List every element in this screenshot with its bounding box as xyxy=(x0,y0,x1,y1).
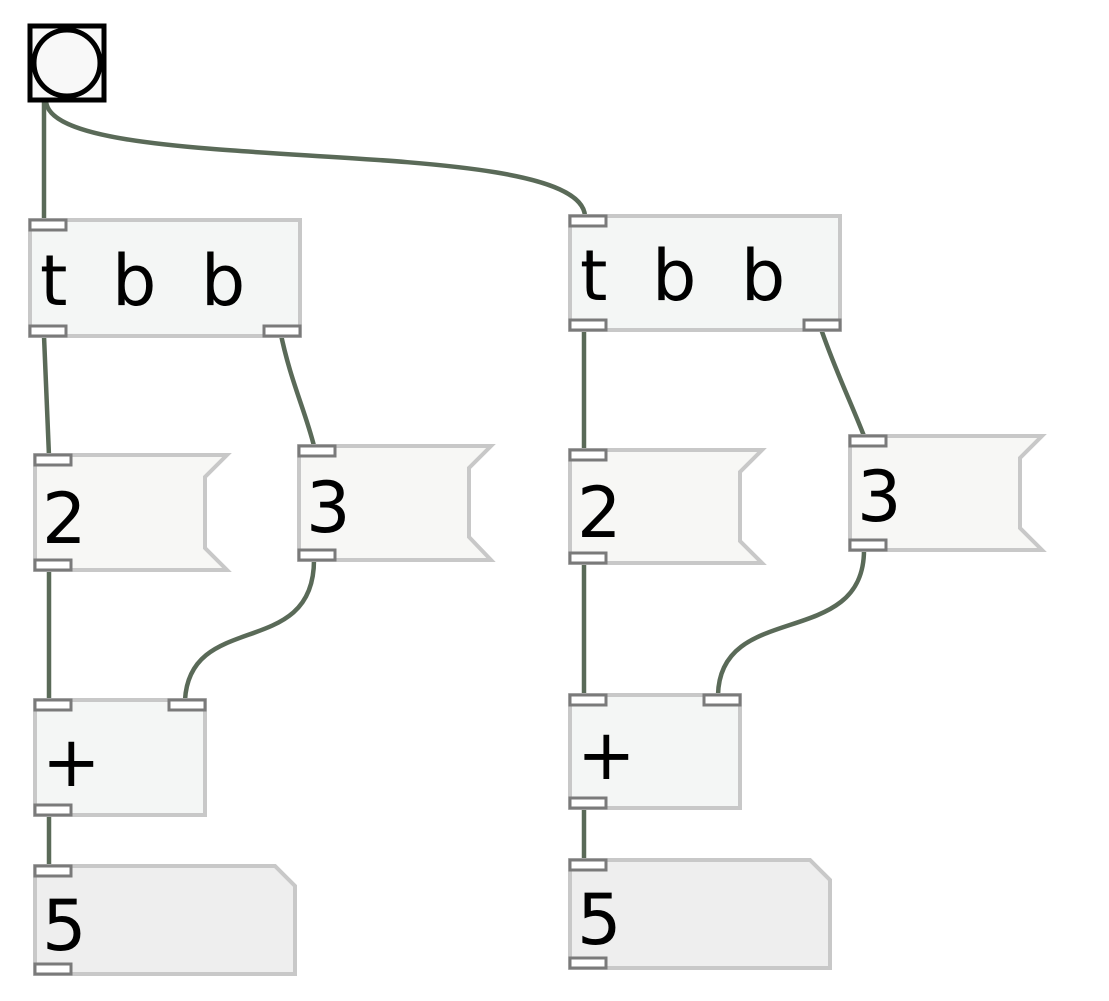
add-object-right[interactable]: + xyxy=(568,693,742,810)
inlet[interactable] xyxy=(167,698,207,712)
wires xyxy=(41,99,867,866)
outlet[interactable] xyxy=(568,318,608,332)
inlet[interactable] xyxy=(568,448,608,462)
message-label: 2 xyxy=(42,478,87,560)
outlet[interactable] xyxy=(33,558,73,572)
inlet[interactable] xyxy=(297,444,337,458)
outlet[interactable] xyxy=(28,324,68,338)
message-box-right-a[interactable]: 2 xyxy=(568,448,767,565)
inlet[interactable] xyxy=(28,218,68,232)
outlet[interactable] xyxy=(568,956,608,970)
outlet[interactable] xyxy=(848,538,888,552)
outlet[interactable] xyxy=(33,962,73,976)
add-object-left[interactable]: + xyxy=(33,698,207,817)
wire-bang-to-trigger-right[interactable] xyxy=(43,99,588,217)
inlet[interactable] xyxy=(33,864,73,878)
trigger-label: t b b xyxy=(580,235,785,317)
message-box-left-b[interactable]: 3 xyxy=(297,444,496,562)
wire-trigger-right-to-msg3[interactable] xyxy=(817,325,867,437)
message-box-left-a[interactable]: 2 xyxy=(33,453,232,572)
message-label: 3 xyxy=(857,456,902,538)
add-label: + xyxy=(42,721,101,803)
number-box-right[interactable]: 5 xyxy=(568,858,832,970)
message-label: 2 xyxy=(577,472,622,554)
number-value: 5 xyxy=(577,879,622,961)
inlet[interactable] xyxy=(568,693,608,707)
outlet[interactable] xyxy=(297,548,337,562)
outlet[interactable] xyxy=(262,324,302,338)
bang-circle-icon[interactable] xyxy=(31,27,103,99)
wire-msg3-right-to-add-right-inlet[interactable] xyxy=(715,549,867,696)
trigger-label: t b b xyxy=(40,240,245,322)
inlet[interactable] xyxy=(702,693,742,707)
inlet[interactable] xyxy=(33,698,73,712)
outlet[interactable] xyxy=(33,803,73,817)
inlet[interactable] xyxy=(568,858,608,872)
wire-msg3-left-to-add-right-inlet[interactable] xyxy=(182,559,317,701)
wire-trigger-left-to-msg2[interactable] xyxy=(41,335,52,457)
message-box-right-b[interactable]: 3 xyxy=(848,434,1047,552)
wire-trigger-left-to-msg3[interactable] xyxy=(277,329,317,447)
bang-object[interactable] xyxy=(27,23,107,103)
inlet[interactable] xyxy=(568,214,608,228)
outlet[interactable] xyxy=(802,318,842,332)
add-label: + xyxy=(577,714,636,796)
number-value: 5 xyxy=(42,885,87,967)
message-label: 3 xyxy=(306,467,351,549)
inlet[interactable] xyxy=(33,453,73,467)
number-box-left[interactable]: 5 xyxy=(33,864,297,976)
trigger-object-right[interactable]: t b b xyxy=(568,214,842,332)
trigger-object-left[interactable]: t b b xyxy=(28,218,302,338)
outlet[interactable] xyxy=(568,551,608,565)
inlet[interactable] xyxy=(848,434,888,448)
outlet[interactable] xyxy=(568,796,608,810)
